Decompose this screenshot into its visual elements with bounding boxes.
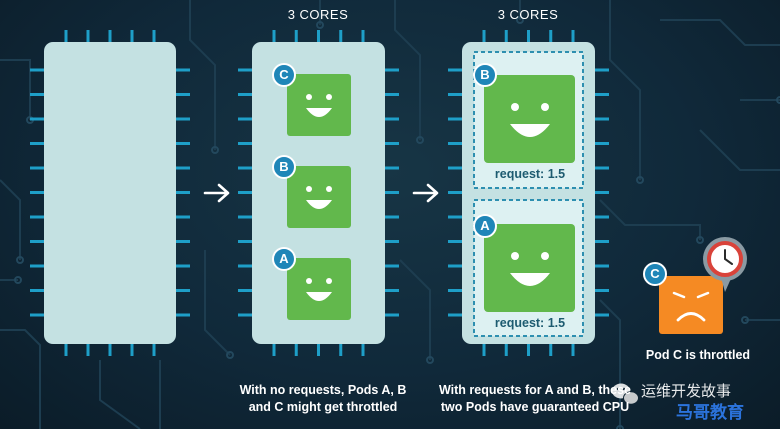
caption-no-requests: With no requests, Pods A, B and C might … (213, 382, 433, 416)
chip-empty (30, 30, 190, 356)
pod-badge-letter: B (480, 67, 490, 82)
smiley-face-icon (510, 103, 550, 137)
pod-badge-letter: B (279, 159, 289, 174)
chip-no-requests (238, 30, 399, 356)
sad-face-icon (672, 291, 710, 322)
pod-a (484, 224, 575, 312)
caption-with-requests: With requests for A and B, these two Pod… (425, 382, 645, 416)
pod-badge (272, 247, 296, 271)
throttled-pod (643, 237, 747, 334)
pod-badge (473, 214, 497, 238)
caption-line: and C might get throttled (248, 400, 398, 414)
caption-line: With no requests, Pods A, B (239, 383, 407, 397)
throttled-label: Pod C is throttled (645, 348, 751, 362)
pod-badge (473, 63, 497, 87)
pod-a (287, 258, 351, 320)
pod-b (484, 75, 575, 163)
smiley-face-icon (306, 94, 332, 117)
pod-badge-letter: A (480, 218, 490, 233)
smiley-face-icon (510, 252, 550, 286)
pod-badge (643, 262, 667, 286)
pod-badge (272, 63, 296, 87)
pod-c (659, 276, 723, 334)
chip-pins (30, 30, 190, 356)
caption-line: With requests for A and B, these (438, 383, 632, 397)
arrow-right-icon (203, 183, 230, 203)
core-count-label: 3 CORES (497, 7, 559, 22)
chip-pins (448, 30, 609, 356)
pod-badge (272, 155, 296, 179)
smiley-face-icon (306, 278, 332, 301)
caption-line: two Pods have guaranteed CPU (440, 400, 630, 414)
watermark-text: 运维开发故事 (641, 383, 732, 400)
arrow-right-icon (412, 183, 439, 203)
pod-b (287, 166, 351, 228)
chip-body (44, 42, 176, 344)
pod-badge-letter: C (650, 266, 660, 281)
chip-pins (238, 30, 399, 356)
clock-icon (703, 237, 747, 292)
smiley-face-icon (306, 186, 332, 209)
request-label: request: 1.5 (494, 316, 566, 330)
pod-c (287, 74, 351, 136)
chip-with-requests (448, 30, 609, 356)
pod-badge-letter: C (279, 67, 289, 82)
core-count-label: 3 CORES (287, 7, 349, 22)
request-label: request: 1.5 (494, 167, 566, 181)
pod-badge-letter: A (279, 251, 289, 266)
watermark-text: 马哥教育 (676, 403, 744, 422)
wechat-icon (612, 383, 639, 405)
